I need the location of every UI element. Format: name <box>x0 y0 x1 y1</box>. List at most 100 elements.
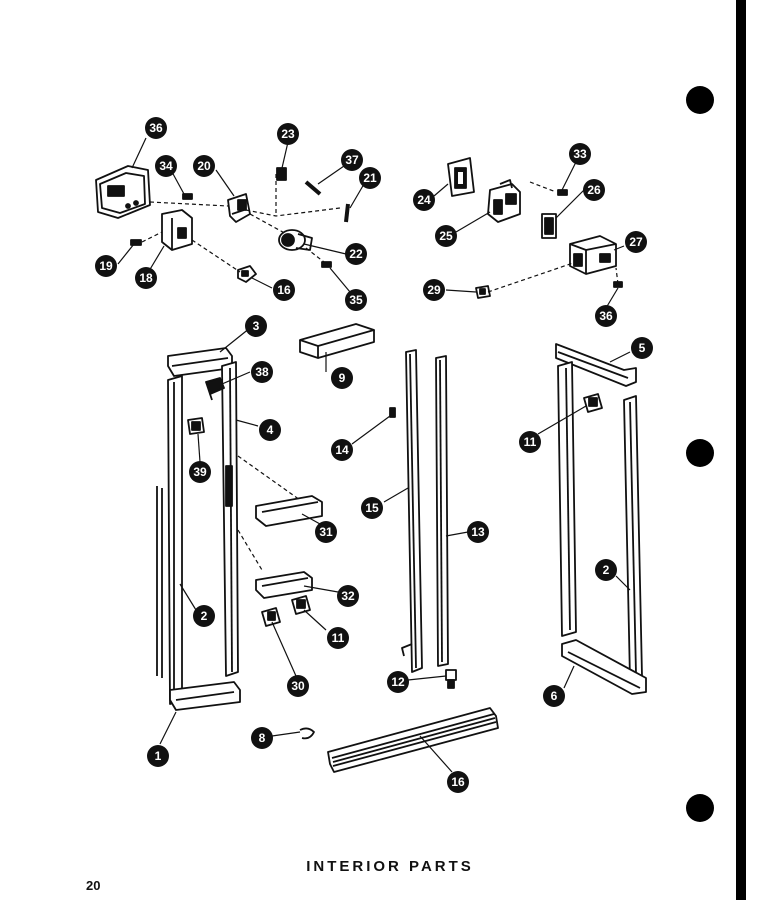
callout-20: 20 <box>193 155 215 177</box>
callout-13-label: 13 <box>471 525 485 539</box>
part-bracket-20 <box>227 193 251 223</box>
callout-25-label: 25 <box>439 229 453 243</box>
callout-16a-label: 16 <box>277 283 291 297</box>
callout-12: 12 <box>387 671 409 693</box>
callout-35-label: 35 <box>349 293 363 307</box>
callout-14-label: 14 <box>335 443 349 457</box>
callout-19: 19 <box>95 255 117 277</box>
part-clip-11-left <box>291 595 311 615</box>
callout-8-label: 8 <box>259 731 266 745</box>
part-top-cap-5 <box>555 343 637 387</box>
part-grille-10 <box>327 707 499 773</box>
callout-9: 9 <box>331 367 353 389</box>
part-control-housing-27 <box>569 235 617 275</box>
assembly-dash-lines <box>141 174 619 571</box>
callout-33-label: 33 <box>573 147 587 161</box>
part-gasket-13 <box>435 355 449 667</box>
callout-16b: 16 <box>447 771 469 793</box>
punch-hole-top <box>686 86 714 114</box>
callout-24: 24 <box>413 189 435 211</box>
part-liner-right-2-right-door <box>623 395 643 681</box>
callout-39: 39 <box>189 461 211 483</box>
callout-16a: 16 <box>273 279 295 301</box>
callout-22: 22 <box>345 243 367 265</box>
callout-36b: 36 <box>595 305 617 327</box>
callout-31-label: 31 <box>319 525 333 539</box>
callout-34-label: 34 <box>159 159 173 173</box>
callout-2b: 2 <box>595 559 617 581</box>
part-control-housing-36 <box>95 165 151 219</box>
callout-34: 34 <box>155 155 177 177</box>
part-clip-11-right <box>583 393 603 413</box>
callout-32-label: 32 <box>341 589 355 603</box>
callout-19-label: 19 <box>99 259 113 273</box>
callout-30-label: 30 <box>291 679 305 693</box>
callout-38: 38 <box>251 361 273 383</box>
callout-2b-label: 2 <box>603 563 610 577</box>
part-screw-19 <box>130 239 142 246</box>
callout-36b-label: 36 <box>599 309 613 323</box>
callout-15: 15 <box>361 497 383 519</box>
part-thermostat-25 <box>487 179 521 223</box>
callout-11b-label: 11 <box>332 631 345 645</box>
page-number: 20 <box>86 878 101 893</box>
part-gasket-15 <box>401 349 423 673</box>
callout-4: 4 <box>259 419 281 441</box>
callout-39-label: 39 <box>193 465 207 479</box>
part-crisper-cover-9 <box>299 323 375 359</box>
part-bulb-23 <box>276 167 287 181</box>
callout-6-label: 6 <box>551 689 558 703</box>
part-hinge-38 <box>205 377 225 401</box>
callout-18-label: 18 <box>139 271 153 285</box>
callout-38-label: 38 <box>255 365 269 379</box>
callout-1: 1 <box>147 745 169 767</box>
callout-29-label: 29 <box>427 283 441 297</box>
callout-9-label: 9 <box>339 371 346 385</box>
callout-11a: 11 <box>519 431 541 453</box>
callout-14: 14 <box>331 439 353 461</box>
callout-26-label: 26 <box>587 183 601 197</box>
part-light-shield-24 <box>447 157 475 197</box>
callout-20-label: 20 <box>197 159 211 173</box>
callout-24-label: 24 <box>417 193 431 207</box>
part-clip-8 <box>299 727 315 740</box>
part-clip-30 <box>261 607 281 627</box>
part-shelf-support-31 <box>255 495 323 527</box>
callout-32: 32 <box>337 585 359 607</box>
callout-3-label: 3 <box>253 319 260 333</box>
callout-3: 3 <box>245 315 267 337</box>
callout-2a-label: 2 <box>201 609 208 623</box>
callout-23-label: 23 <box>281 127 295 141</box>
callout-37: 37 <box>341 149 363 171</box>
callout-16b-label: 16 <box>451 775 465 789</box>
part-connector-29 <box>475 285 491 299</box>
part-shelf-support-32 <box>255 571 313 599</box>
part-screw-12 <box>445 669 457 689</box>
punch-hole-middle <box>686 439 714 467</box>
callout-4-label: 4 <box>267 423 274 437</box>
part-liner-left-2-right-door <box>557 361 577 637</box>
callout-2a: 2 <box>193 605 215 627</box>
callout-27: 27 <box>625 231 647 253</box>
part-pin-21 <box>344 203 350 223</box>
callout-30: 30 <box>287 675 309 697</box>
part-screw-37 <box>304 180 322 196</box>
callout-31: 31 <box>315 521 337 543</box>
callout-11b: 11 <box>327 627 349 649</box>
callout-35: 35 <box>345 289 367 311</box>
callout-26: 26 <box>583 179 605 201</box>
callout-18: 18 <box>135 267 157 289</box>
part-bottom-cap-1 <box>169 681 241 711</box>
part-screw-33 <box>557 189 568 196</box>
part-connector-16-top <box>237 265 257 283</box>
callout-29: 29 <box>423 279 445 301</box>
callout-27-label: 27 <box>629 235 643 249</box>
part-socket-22 <box>278 229 313 251</box>
callout-22-label: 22 <box>349 247 363 261</box>
punch-hole-bottom <box>686 794 714 822</box>
part-bottom-cap-6 <box>561 639 647 695</box>
callout-36a-label: 36 <box>149 121 163 135</box>
callout-13: 13 <box>467 521 489 543</box>
callout-6: 6 <box>543 685 565 707</box>
